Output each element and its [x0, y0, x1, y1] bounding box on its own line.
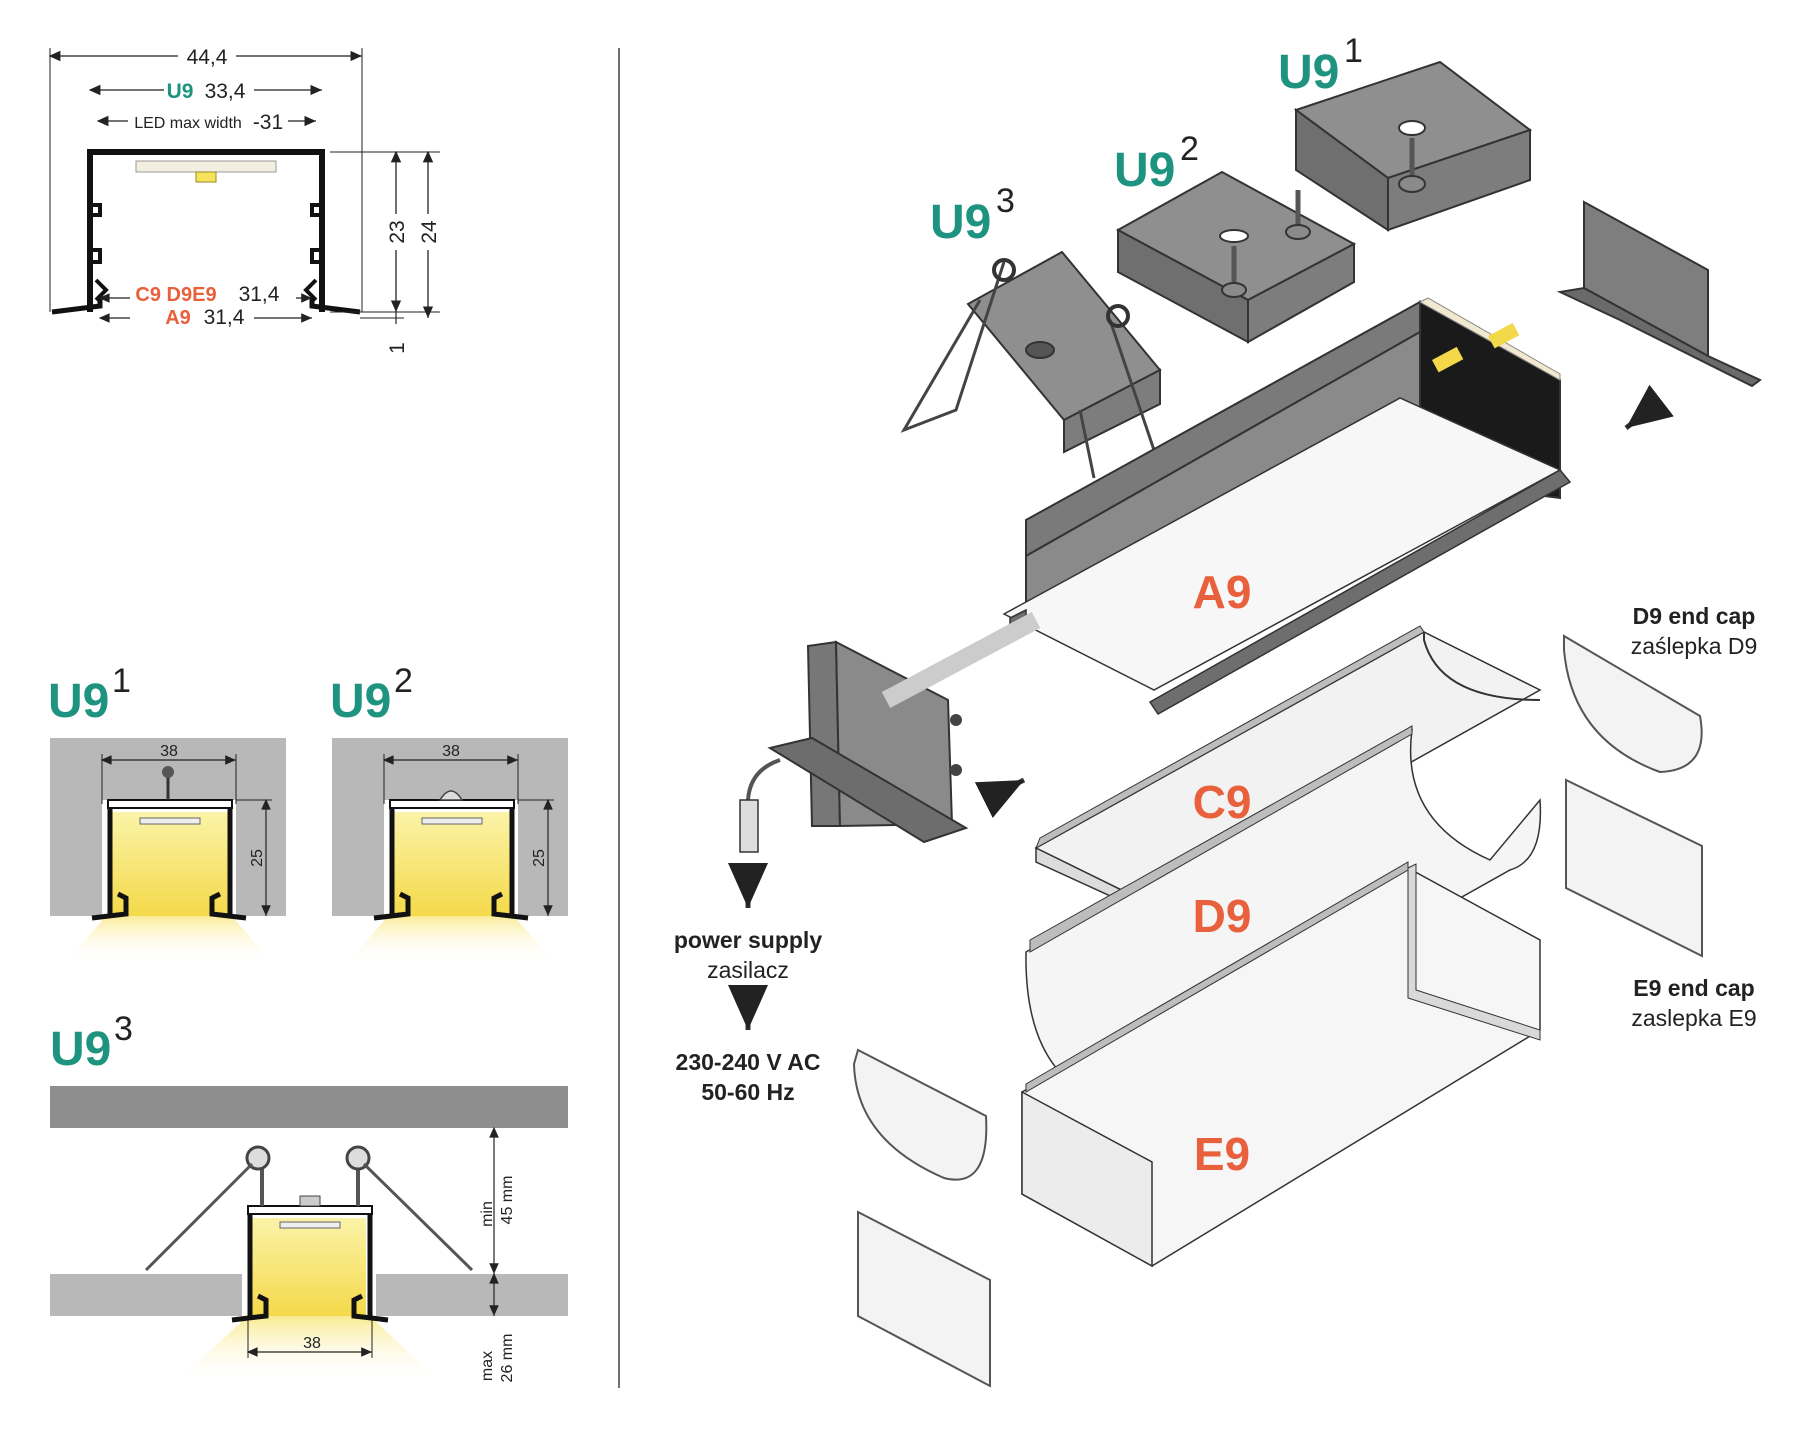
cover-c9	[1034, 625, 1542, 918]
mount-variant-2: U9 2 38 25	[330, 662, 568, 962]
mount-variant-3: U9 3 38 min 45 mm max 26 mm	[50, 1010, 568, 1382]
e9-end-cap-left	[857, 1210, 991, 1388]
led-width-label: LED max width	[134, 115, 242, 132]
variant-2-width: 38	[442, 743, 460, 760]
cover-d9	[1025, 725, 1542, 1101]
variant-3-sup: 3	[114, 1010, 133, 1048]
d9-end-cap-left	[852, 1048, 988, 1181]
variant-3-min-value: 45 mm	[499, 1176, 516, 1225]
variant-2-name: U9	[330, 675, 391, 728]
variant-1-sup: 1	[112, 662, 131, 700]
mount-variant-1: U9 1 38 25	[48, 662, 286, 962]
clip-u9-1: U9 1	[1278, 32, 1533, 232]
variant-3-min-label: min	[479, 1201, 496, 1227]
dim-a9-label: A9	[165, 307, 191, 329]
dim-u9-width: 33,4	[205, 80, 246, 103]
d9-cap-pl: zaślepka D9	[1631, 633, 1758, 659]
variant-1-name: U9	[48, 675, 109, 728]
main-profile	[1002, 297, 1572, 715]
dim-cover-label: C9 D9E9	[135, 284, 216, 306]
frequency-label: 50-60 Hz	[701, 1079, 794, 1105]
variant-3-name: U9	[50, 1023, 111, 1076]
exploded-view: U9 1 U9 2 U9 3	[674, 32, 1762, 1388]
variant-1-width: 38	[160, 743, 178, 760]
e9-cap-pl: zaslepka E9	[1631, 1005, 1756, 1031]
variant-3-max-value: 26 mm	[499, 1334, 516, 1383]
dim-total-width: 44,4	[187, 46, 228, 69]
svg-text:U9: U9	[1278, 46, 1339, 99]
power-supply-pl: zasilacz	[707, 957, 789, 983]
cover-e9	[1021, 861, 1541, 1268]
variant-1-height: 25	[249, 849, 266, 867]
cover-a9-label: A9	[1193, 566, 1252, 618]
svg-text:U9: U9	[930, 196, 991, 249]
cover-e9-label: E9	[1194, 1128, 1250, 1180]
dim-height-outer: 24	[418, 220, 441, 244]
dim-a9-width: 31,4	[204, 306, 245, 329]
power-supply-en: power supply	[674, 927, 822, 953]
variant-2-height: 25	[531, 849, 548, 867]
clip-u9-3: U9 3	[900, 182, 1162, 479]
e9-end-cap	[1565, 778, 1703, 958]
d9-cap-en: D9 end cap	[1633, 603, 1756, 629]
clip-u9-2: U9 2	[1114, 130, 1357, 344]
svg-text:U9: U9	[1114, 144, 1175, 197]
variant-2-sup: 2	[394, 662, 413, 700]
cover-c9-label: C9	[1193, 776, 1252, 828]
svg-text:2: 2	[1180, 130, 1199, 168]
variant-3-max-label: max	[479, 1351, 496, 1381]
cross-section-drawing: 44,4 U9 33,4 LED max width -31 23 24	[48, 45, 441, 354]
e9-cap-en: E9 end cap	[1633, 975, 1754, 1001]
dim-cover-width: 31,4	[239, 283, 280, 306]
d9-end-cap	[1563, 634, 1703, 774]
svg-text:1: 1	[1344, 32, 1363, 70]
profile-end-cap	[1556, 200, 1762, 388]
dim-u9-label: U9	[167, 80, 194, 103]
variant-3-width: 38	[303, 1335, 321, 1352]
cover-d9-label: D9	[1193, 890, 1252, 942]
svg-text:3: 3	[996, 182, 1015, 220]
led-width-value: -31	[253, 111, 283, 134]
power-connector	[739, 612, 1041, 853]
dim-height-inner: 23	[386, 220, 409, 243]
dim-flange: 1	[386, 342, 409, 354]
voltage-label: 230-240 V AC	[676, 1049, 821, 1075]
